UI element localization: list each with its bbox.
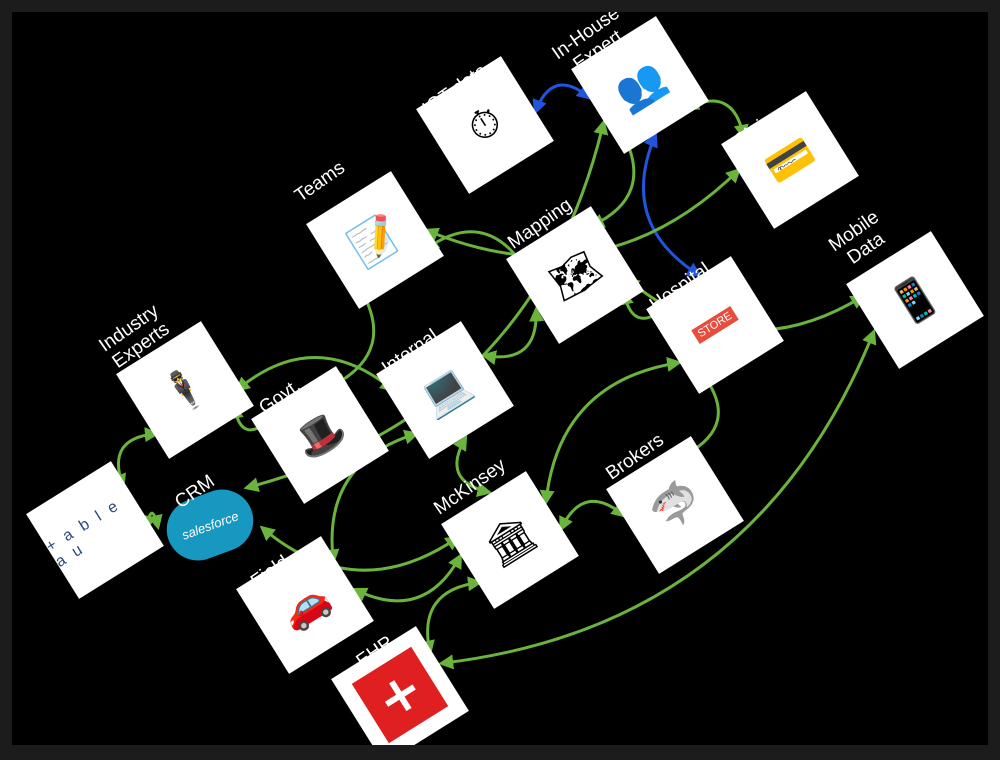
arrow-industry-bi <box>111 427 160 490</box>
arrow-mckinsey-ehr <box>420 576 483 656</box>
clicker-counter-icon: ⏱ <box>459 97 511 153</box>
uncle-sam-icon: 🎩 <box>286 402 354 469</box>
storefront-icon: STORE <box>691 306 739 344</box>
card-terminal-icon: 💳 <box>756 127 824 194</box>
arrow-expert-hospital <box>642 131 703 277</box>
laptop-icon: 💻 <box>411 357 479 424</box>
arrow-mckinsey-brokers <box>559 499 627 532</box>
shark-broker-icon: 🦈 <box>641 472 709 539</box>
arrow-iot-expert <box>532 83 592 115</box>
map-icon: 🗺 <box>541 242 609 309</box>
businessman-icon: 🕴 <box>151 357 219 424</box>
phone-map-icon: 📱 <box>881 267 949 334</box>
salesforce-logo-text: salesforce <box>179 507 241 543</box>
money-building-icon: 🏛 <box>476 507 544 574</box>
arrow-ehr-mobile <box>438 328 877 670</box>
car-road-icon: 🚗 <box>271 572 339 639</box>
checklist-icon: 📝 <box>341 207 409 274</box>
arrow-mapping-internal <box>480 306 545 365</box>
expert-people-icon: 👥 <box>606 52 674 119</box>
arrow-internal-mckinsey <box>453 435 493 497</box>
